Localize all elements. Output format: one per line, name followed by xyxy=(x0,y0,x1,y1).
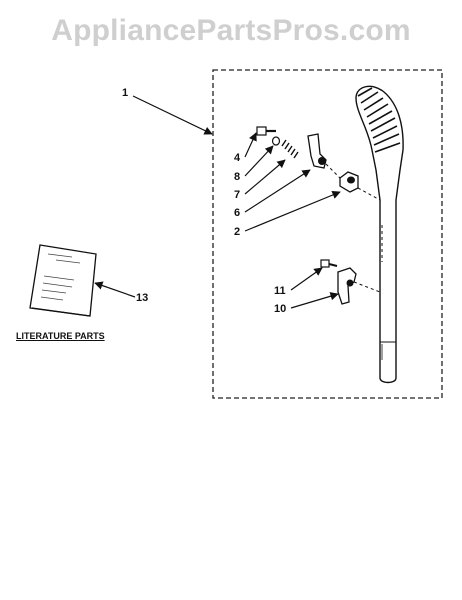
lower-bracket-part[interactable] xyxy=(337,267,357,305)
handle-part[interactable] xyxy=(355,85,404,384)
callout-10: 10 xyxy=(274,303,286,315)
assembly-boundary xyxy=(212,69,443,399)
screw-part[interactable] xyxy=(256,126,276,136)
spring-part[interactable] xyxy=(281,139,299,159)
callout-7: 7 xyxy=(234,189,240,201)
latch-bracket-part[interactable] xyxy=(307,133,327,169)
washer-part[interactable] xyxy=(271,136,281,146)
callout-4: 4 xyxy=(234,152,241,164)
callout-11: 11 xyxy=(274,285,286,297)
leader-lines xyxy=(94,95,341,309)
literature-parts-label: LITERATURE PARTS xyxy=(16,331,105,341)
clamp-part[interactable] xyxy=(339,171,359,193)
lower-screw-part[interactable] xyxy=(320,259,338,268)
watermark-text: AppliancePartsPros.com xyxy=(51,14,411,47)
handle-grip-ridges xyxy=(357,87,401,153)
callout-6: 6 xyxy=(234,207,240,219)
callout-13: 13 xyxy=(136,292,148,304)
callout-8: 8 xyxy=(234,171,240,183)
literature-booklet[interactable] xyxy=(29,244,97,317)
callout-1: 1 xyxy=(122,87,128,99)
assembly-lines xyxy=(325,163,383,293)
callout-2: 2 xyxy=(234,226,240,238)
